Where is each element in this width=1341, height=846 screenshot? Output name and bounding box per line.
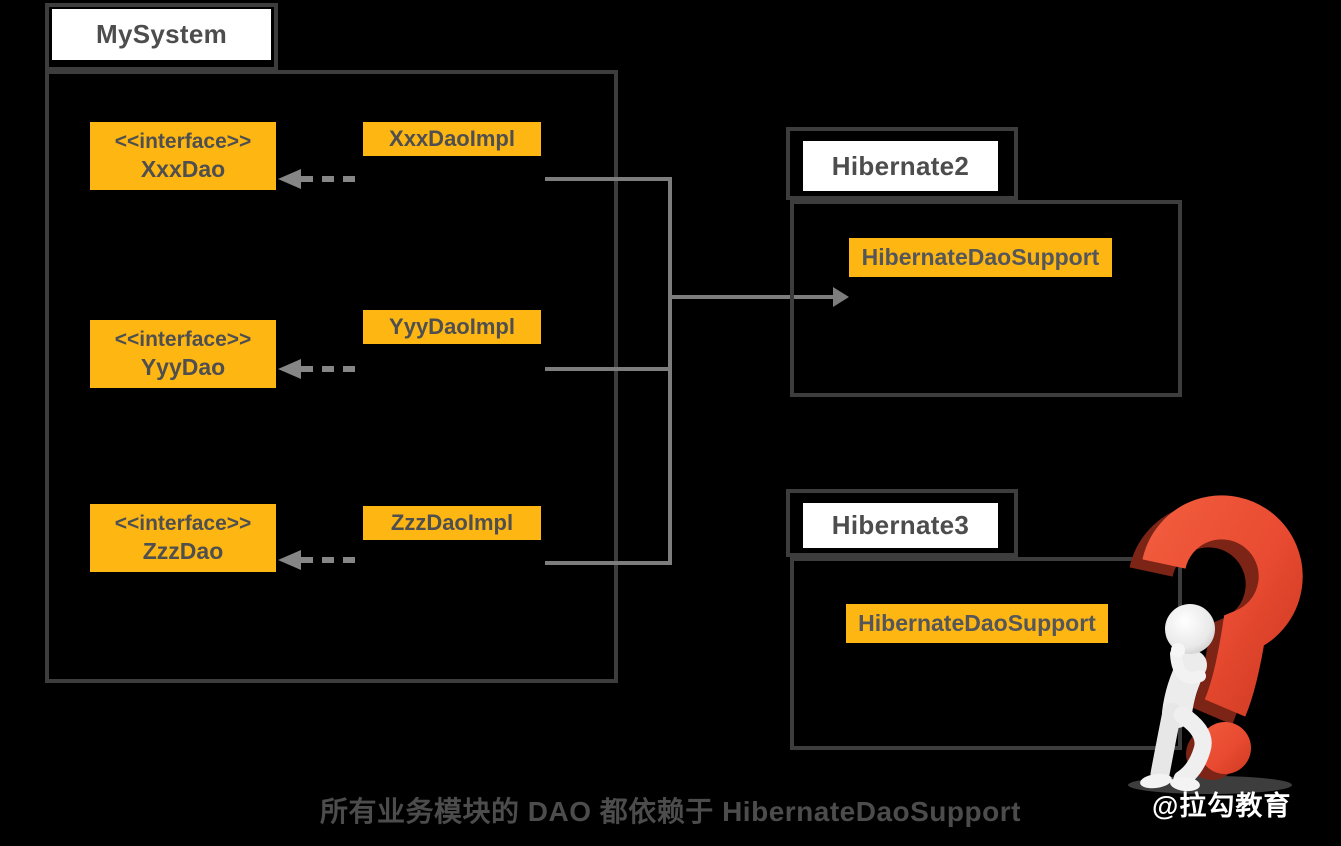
impl-box-zzzdaoimpl: ZzzDaoImpl [363, 506, 541, 540]
impl-box-xxxdaoimpl: XxxDaoImpl [363, 122, 541, 156]
hibernate2-package-tab: Hibernate2 [786, 127, 1018, 200]
stereotype-label: <<interface>> [114, 327, 252, 351]
hibernate2-tab-fill: Hibernate2 [803, 141, 998, 191]
impl-box-yyydaoimpl: YyyDaoImpl [363, 310, 541, 344]
connector-bus-line [668, 177, 672, 565]
hibernate3-package-tab: Hibernate3 [786, 489, 1018, 557]
left-arrowhead-icon [278, 169, 301, 189]
impl-name-label: ZzzDaoImpl [390, 510, 514, 535]
mysystem-package-body [45, 70, 618, 683]
right-arrowhead-icon [833, 287, 849, 307]
hibernatedaosupport-box: HibernateDaoSupport [846, 604, 1108, 643]
hibernatedaosupport-box: HibernateDaoSupport [849, 238, 1112, 277]
hibernate2-package-title: Hibernate2 [831, 150, 970, 181]
watermark: @拉勾教育 [1152, 791, 1292, 821]
hibernate3-tab-fill: Hibernate3 [803, 503, 998, 548]
connector-line [545, 561, 672, 565]
class-name-label: HibernateDaoSupport [861, 244, 1100, 270]
caption: 所有业务模块的 DAO 都依赖于 HibernateDaoSupport [320, 796, 1021, 827]
interface-name-label: YyyDao [140, 353, 226, 380]
mysystem-package-tab: MySystem [45, 3, 278, 71]
connector-line [545, 177, 672, 181]
hibernate2-package-body [790, 200, 1182, 397]
hibernate3-package-title: Hibernate3 [831, 510, 970, 540]
interface-name-label: XxxDao [140, 155, 226, 182]
interface-box-xxxdao: <<interface>> XxxDao [90, 122, 276, 190]
impl-name-label: XxxDaoImpl [389, 126, 515, 151]
impl-name-label: YyyDaoImpl [389, 314, 515, 339]
dashed-dependency-line [301, 366, 362, 372]
class-name-label: HibernateDaoSupport [858, 610, 1096, 636]
question-figure [1128, 495, 1303, 794]
interface-name-label: ZzzDao [142, 537, 224, 564]
mysystem-tab-fill: MySystem [52, 9, 271, 60]
stereotype-label: <<interface>> [114, 129, 252, 153]
thinking-person-icon [1140, 604, 1215, 792]
interface-box-yyydao: <<interface>> YyyDao [90, 320, 276, 388]
left-arrowhead-icon [278, 550, 301, 570]
dashed-dependency-line [301, 176, 362, 182]
connector-line [545, 367, 672, 371]
interface-box-zzzdao: <<interface>> ZzzDao [90, 504, 276, 572]
mysystem-package-title: MySystem [95, 19, 228, 49]
stereotype-label: <<interface>> [114, 511, 252, 535]
left-arrowhead-icon [278, 359, 301, 379]
dashed-dependency-line [301, 557, 362, 563]
dependency-arrow-line [670, 295, 833, 299]
